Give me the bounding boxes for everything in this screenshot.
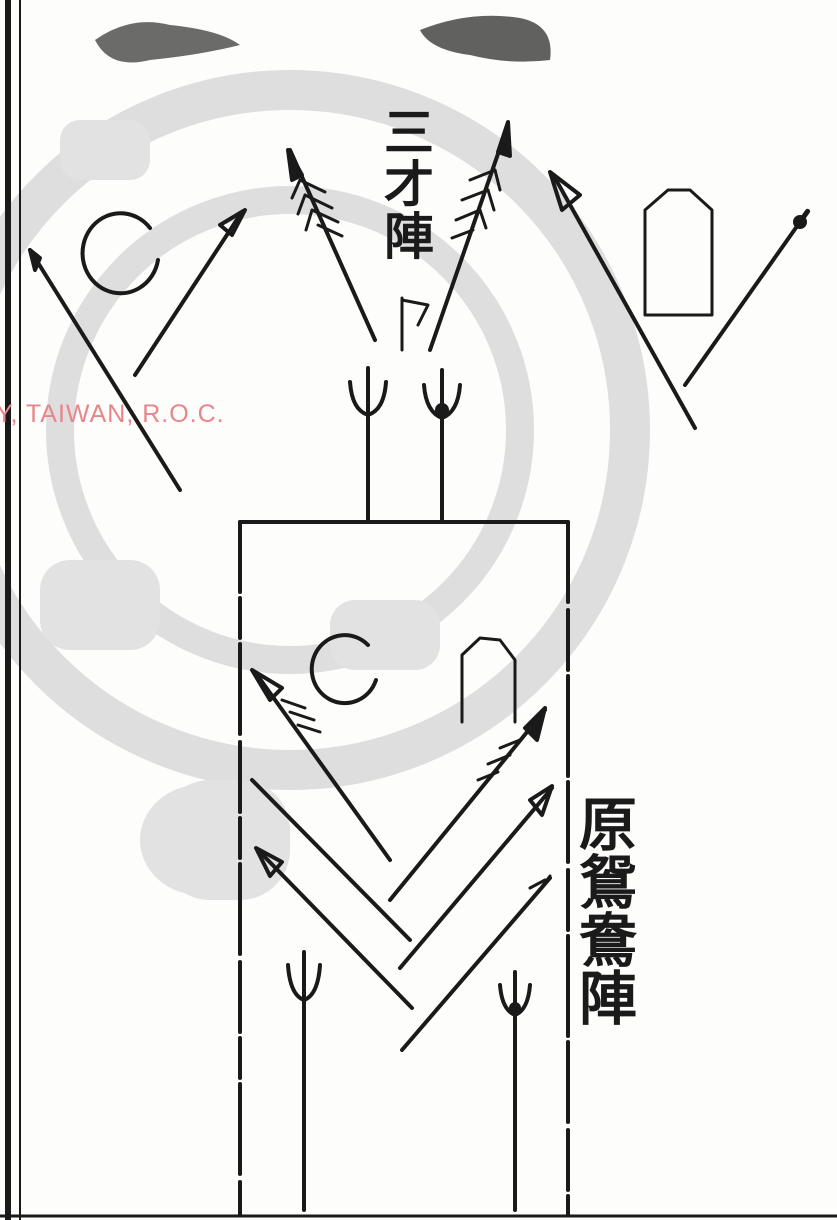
trident-icon xyxy=(422,368,462,524)
round-shield-icon xyxy=(309,633,378,706)
spear-icon xyxy=(133,208,247,377)
wolf-brush-spear-icon xyxy=(428,120,512,352)
formation-label-side: 原鴛鴦陣 xyxy=(569,794,637,1026)
spear-icon xyxy=(400,874,552,1052)
spear-icon xyxy=(548,170,697,430)
spear-icon xyxy=(250,778,412,942)
spear-icon xyxy=(254,846,414,1010)
formation-label-top: 三才陣 xyxy=(376,106,435,262)
wolf-brush-spear-icon xyxy=(250,668,392,862)
spear-icon xyxy=(398,784,554,970)
trident-icon xyxy=(348,366,388,524)
small-marker-icon xyxy=(400,296,430,352)
ink-smudges xyxy=(95,15,551,63)
wolf-brush-spear-icon xyxy=(388,706,547,902)
formation-frame xyxy=(238,520,570,1217)
pavise-shield-icon xyxy=(460,636,517,724)
watermark-text: Y, TAIWAN, R.O.C. xyxy=(0,400,225,428)
trident-icon xyxy=(498,970,532,1212)
spear-icon xyxy=(683,208,811,387)
pavise-shield-icon xyxy=(643,188,714,317)
trident-icon xyxy=(286,950,322,1212)
round-shield-icon xyxy=(80,211,160,296)
wolf-brush-spear-icon xyxy=(286,148,377,342)
spear-icon xyxy=(28,248,182,492)
